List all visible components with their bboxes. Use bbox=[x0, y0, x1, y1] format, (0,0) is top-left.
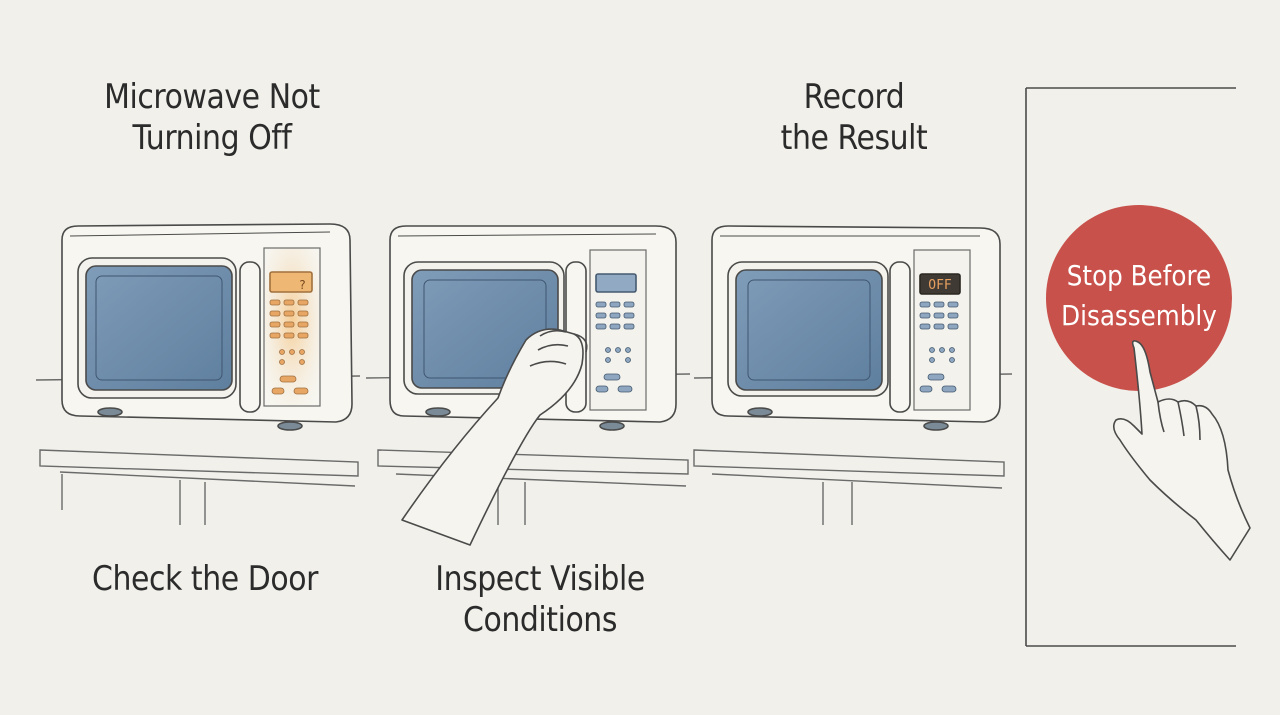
record-result-label: Record the Result bbox=[722, 77, 986, 159]
title-label: Microwave Not Turning Off bbox=[80, 77, 344, 159]
record-line-1: Record bbox=[803, 77, 905, 117]
microwave-1: ? bbox=[61, 223, 353, 431]
stop-line-1: Stop Before bbox=[1066, 259, 1212, 292]
title-line-2: Turning Off bbox=[132, 118, 292, 158]
hand-on-handle bbox=[401, 328, 588, 546]
stop-line-2: Disassembly bbox=[1061, 299, 1217, 332]
inspect-line-1: Inspect Visible bbox=[435, 559, 645, 599]
check-door-label: Check the Door bbox=[73, 559, 337, 600]
svg-text:?: ? bbox=[299, 278, 306, 292]
inspect-line-2: Conditions bbox=[463, 600, 617, 640]
inspect-conditions-label: Inspect Visible Conditions bbox=[408, 559, 672, 641]
title-line-1: Microwave Not bbox=[104, 77, 320, 117]
check-line-1: Check the Door bbox=[92, 559, 318, 599]
pointing-hand bbox=[1112, 340, 1251, 561]
stop-circle bbox=[1046, 205, 1232, 391]
display-readout: OFF bbox=[928, 278, 952, 293]
stop-panel-frame bbox=[1025, 87, 1236, 647]
stop-before-disassembly-label: Stop Before Disassembly bbox=[1057, 256, 1221, 336]
record-line-2: the Result bbox=[780, 118, 928, 158]
microwave-3 bbox=[711, 225, 1001, 431]
